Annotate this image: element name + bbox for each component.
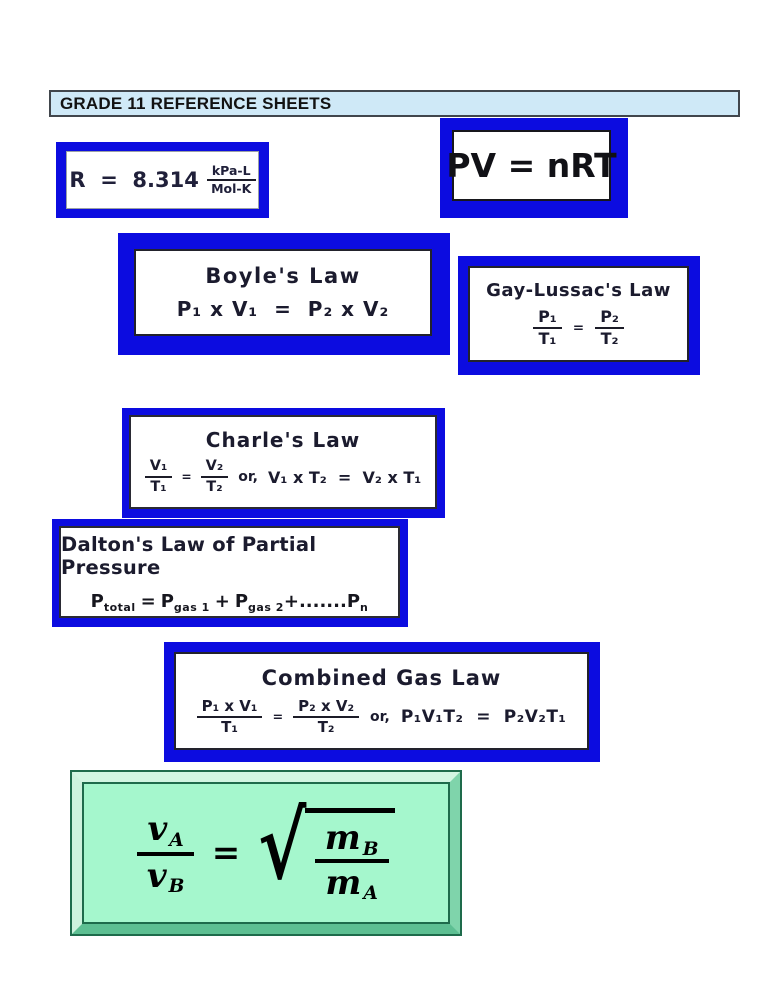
gl-fraction-2-denominator: T₂ (600, 329, 619, 348)
velocity-a-sub: A (169, 828, 184, 851)
dalton-equals-sign: = (140, 590, 156, 612)
charle-law-title: Charle's Law (205, 428, 361, 453)
velocity-b-base: v (146, 855, 167, 896)
gas-constant-box: R = 8.314 kPa-L Mol-K (56, 142, 269, 218)
dalton-term-gas1-sub: gas 1 (173, 600, 210, 614)
dalton-term-gas2-base: P (234, 590, 249, 612)
combined-gas-law-title: Combined Gas Law (261, 665, 502, 690)
combined-or-label: or, (370, 709, 390, 725)
dalton-term-total-base: P (90, 590, 104, 612)
combined-fraction-2-numerator: P₂ x V₂ (293, 697, 360, 718)
boyle-law-inner: Boyle's Law P₁ x V₁ = P₂ x V₂ (134, 249, 432, 336)
boyle-law-box: Boyle's Law P₁ x V₁ = P₂ x V₂ (118, 233, 450, 355)
charle-law-box: Charle's Law V₁ T₁ = V₂ T₂ or, V₁ x T₂ =… (122, 408, 445, 518)
charle-fraction-1-denominator: T₁ (150, 479, 167, 495)
page-title: GRADE 11 REFERENCE SHEETS (60, 93, 332, 113)
page-title-bar: GRADE 11 REFERENCE SHEETS (49, 90, 740, 117)
charle-law-formula: V₁ T₁ = V₂ T₂ or, V₁ x T₂ = V₂ x T₁ (144, 458, 422, 495)
mass-b-sub: B (362, 837, 379, 860)
gas-constant-units-fraction: kPa-L Mol-K (206, 163, 256, 197)
charle-fraction-1: V₁ T₁ (144, 458, 173, 495)
charle-alt-formula: V₁ x T₂ = V₂ x T₁ (268, 467, 422, 487)
gas-constant-inner: R = 8.314 kPa-L Mol-K (66, 151, 259, 209)
dalton-term-n-base: P (346, 590, 361, 612)
gl-equals-sign: = (572, 320, 585, 336)
dalton-term-total-sub: total (103, 600, 136, 614)
combined-equals-sign: = (272, 709, 284, 725)
charle-equals-sign: = (181, 470, 192, 484)
dalton-term-gas2-sub: gas 2 (248, 600, 284, 614)
units-numerator: kPa-L (206, 163, 256, 181)
ideal-gas-law-box: PV = nRT (440, 118, 628, 218)
graham-equals-sign: = (211, 833, 241, 873)
radical-sign: √ (258, 791, 307, 900)
charle-fraction-1-numerator: V₁ (144, 458, 173, 478)
gay-lussac-law-formula: P₁ T₁ = P₂ T₂ (533, 307, 624, 349)
dalton-plus-sign: + (214, 590, 230, 612)
combined-gas-law-box: Combined Gas Law P₁ x V₁ T₁ = P₂ x V₂ T₂… (164, 642, 600, 762)
gay-lussac-law-inner: Gay-Lussac's Law P₁ T₁ = P₂ T₂ (468, 266, 689, 362)
charle-fraction-2-numerator: V₂ (200, 458, 229, 478)
combined-fraction-1: P₁ x V₁ T₁ (196, 697, 263, 737)
boyle-law-title: Boyle's Law (205, 264, 361, 288)
gay-lussac-law-box: Gay-Lussac's Law P₁ T₁ = P₂ T₂ (458, 256, 700, 375)
dalton-law-title: Dalton's Law of Partial Pressure (61, 532, 317, 579)
dalton-term-gas1-base: P (160, 590, 174, 612)
velocity-b-sub: B (168, 875, 185, 898)
mass-a-base: m (325, 862, 362, 903)
combined-gas-law-inner: Combined Gas Law P₁ x V₁ T₁ = P₂ x V₂ T₂… (174, 652, 589, 750)
combined-gas-law-formula: P₁ x V₁ T₁ = P₂ x V₂ T₂ or, P₁V₁T₂ = P₂V… (196, 697, 567, 737)
gl-fraction-1: P₁ T₁ (533, 307, 562, 349)
velocity-a-base: v (147, 808, 168, 849)
ideal-gas-law-inner: PV = nRT (446, 130, 617, 201)
dalton-ellipsis: +....... (283, 590, 347, 612)
gl-fraction-2: P₂ T₂ (595, 307, 624, 349)
gl-fraction-1-denominator: T₁ (538, 329, 557, 348)
mass-b-base: m (324, 817, 361, 858)
combined-fraction-1-numerator: P₁ x V₁ (196, 697, 263, 718)
charle-fraction-2: V₂ T₂ (200, 458, 229, 495)
combined-fraction-2: P₂ x V₂ T₂ (293, 697, 360, 737)
gay-lussac-law-title: Gay-Lussac's Law (486, 279, 671, 301)
charle-law-inner: Charle's Law V₁ T₁ = V₂ T₂ or, V₁ x T₂ =… (129, 415, 437, 509)
boyle-law-formula: P₁ x V₁ = P₂ x V₂ (176, 297, 390, 321)
gl-fraction-2-numerator: P₂ (595, 307, 624, 329)
combined-fraction-1-denominator: T₁ (221, 718, 238, 736)
mass-a-sub: A (363, 882, 378, 905)
dalton-term-n-sub: n (360, 600, 369, 614)
combined-alt-formula: P₁V₁T₂ = P₂V₂T₁ (400, 707, 567, 727)
combined-fraction-2-denominator: T₂ (317, 718, 335, 736)
gl-fraction-1-numerator: P₁ (533, 307, 562, 329)
charle-or-label: or, (238, 469, 259, 485)
gas-constant-expression: R = 8.314 (69, 168, 199, 192)
ideal-gas-law-formula: PV = nRT (446, 146, 617, 185)
units-denominator: Mol-K (211, 181, 252, 196)
charle-fraction-2-denominator: T₂ (206, 479, 223, 495)
